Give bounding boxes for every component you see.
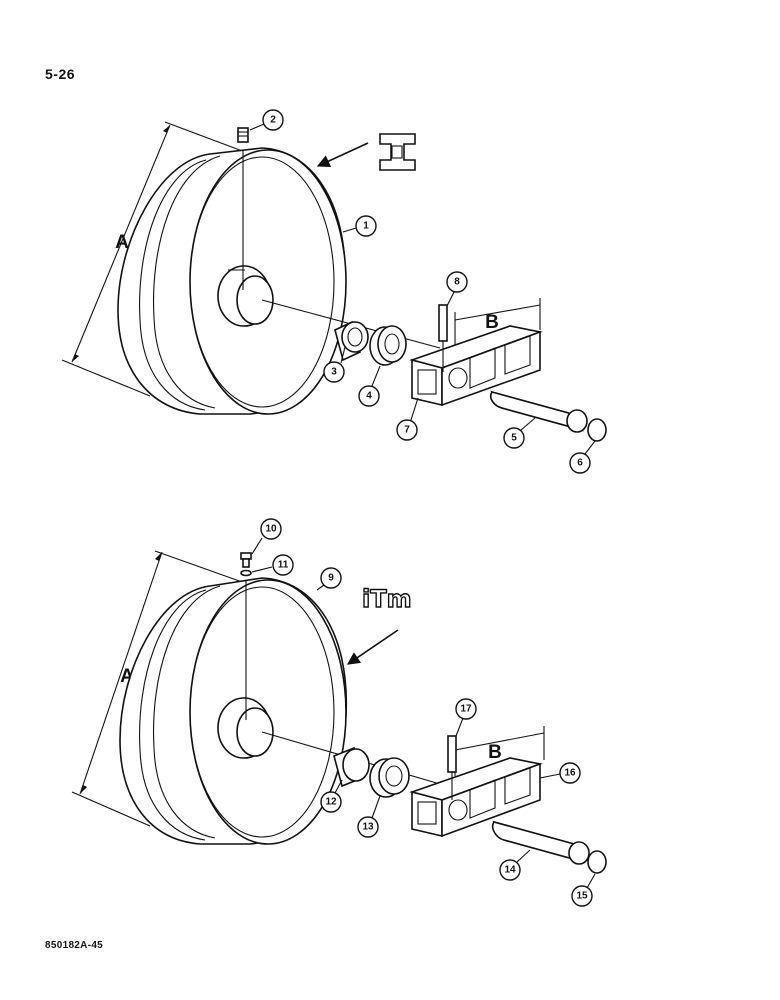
svg-text:2: 2 bbox=[270, 115, 276, 126]
svg-text:17: 17 bbox=[460, 704, 472, 715]
svg-text:4: 4 bbox=[366, 391, 372, 402]
dimension-b-label: B bbox=[488, 742, 502, 763]
pointer-arrow-bottom bbox=[346, 629, 399, 665]
pin-part-8 bbox=[438, 304, 448, 372]
screw-part-10 bbox=[240, 552, 252, 568]
callout-6: 6 bbox=[569, 440, 596, 474]
callout-11: 11 bbox=[251, 554, 294, 576]
cap-part-6 bbox=[587, 418, 607, 442]
bushing-part-12 bbox=[333, 746, 370, 788]
pointer-arrow-top bbox=[316, 142, 369, 168]
top-idler-assembly: A bbox=[61, 109, 607, 474]
callout-7: 7 bbox=[396, 397, 419, 441]
shaft-part-5 bbox=[489, 390, 588, 433]
svg-text:14: 14 bbox=[504, 865, 516, 876]
callout-13: 13 bbox=[357, 795, 381, 838]
channel-shape-logo-icon bbox=[379, 133, 416, 171]
svg-text:6: 6 bbox=[577, 458, 583, 469]
callout-14: 14 bbox=[499, 849, 531, 881]
svg-text:15: 15 bbox=[576, 891, 588, 902]
svg-text:8: 8 bbox=[454, 277, 460, 288]
bracket-part-16 bbox=[409, 757, 543, 838]
svg-text:10: 10 bbox=[265, 524, 277, 535]
itm-logo: iTm bbox=[362, 585, 412, 613]
idler-wheel-bottom bbox=[119, 577, 348, 845]
callout-5: 5 bbox=[503, 417, 536, 449]
dimension-b-top: B bbox=[454, 298, 541, 345]
document-code: 850182A-45 bbox=[45, 940, 104, 951]
svg-text:13: 13 bbox=[362, 822, 374, 833]
seal-part-4 bbox=[369, 325, 407, 366]
dimension-a-label: A bbox=[115, 232, 129, 253]
callout-17: 17 bbox=[455, 698, 477, 737]
bottom-idler-assembly: A iTm bbox=[71, 518, 607, 907]
callout-16: 16 bbox=[539, 762, 581, 784]
bushing-part-3 bbox=[334, 320, 369, 362]
svg-text:11: 11 bbox=[278, 560, 289, 571]
svg-text:9: 9 bbox=[328, 573, 334, 584]
callout-9: 9 bbox=[316, 567, 342, 591]
callout-1: 1 bbox=[342, 215, 377, 237]
callout-8: 8 bbox=[446, 271, 468, 307]
svg-text:5: 5 bbox=[511, 433, 517, 444]
svg-text:1: 1 bbox=[363, 221, 369, 232]
callout-4: 4 bbox=[358, 365, 381, 407]
callout-2: 2 bbox=[249, 109, 284, 131]
callout-15: 15 bbox=[571, 873, 596, 907]
svg-text:12: 12 bbox=[325, 797, 337, 808]
callout-12: 12 bbox=[320, 779, 343, 813]
bracket-part-7 bbox=[409, 325, 543, 407]
page-number: 5-26 bbox=[45, 66, 76, 82]
dimension-b-label: B bbox=[485, 312, 499, 333]
cap-part-15 bbox=[587, 850, 607, 874]
dimension-a-top: A bbox=[61, 121, 246, 397]
svg-text:16: 16 bbox=[564, 768, 576, 779]
svg-text:7: 7 bbox=[404, 425, 410, 436]
svg-text:3: 3 bbox=[331, 367, 337, 378]
plug-part-2 bbox=[237, 127, 249, 143]
pin-part-17 bbox=[447, 735, 457, 800]
idler-wheel-top bbox=[117, 147, 347, 415]
shaft-part-14 bbox=[491, 820, 590, 865]
washer-part-11 bbox=[240, 569, 252, 577]
seal-part-13 bbox=[369, 757, 410, 798]
callout-10: 10 bbox=[251, 518, 282, 555]
callout-3: 3 bbox=[323, 346, 346, 383]
